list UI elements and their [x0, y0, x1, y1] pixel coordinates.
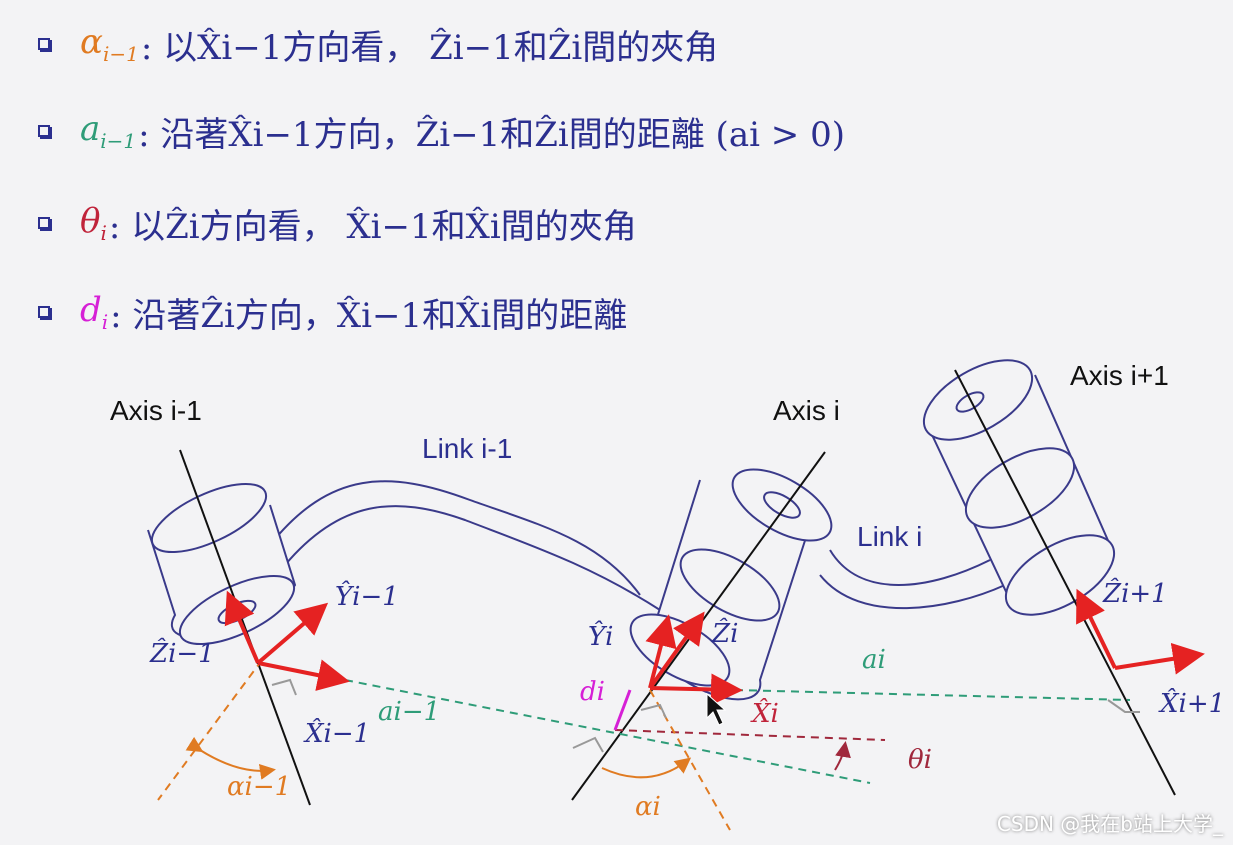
z-cur-arrow — [648, 611, 705, 690]
z-cur-label: Ẑi — [711, 617, 738, 649]
axis-prev-line — [179, 449, 311, 806]
a-prev-label: ai−1 — [378, 697, 440, 727]
definition-d-text: : 沿著Ẑi方向，X̂i−1和X̂i間的距離 — [110, 295, 628, 336]
frame-prev — [224, 590, 350, 691]
y-cur-label: Ŷi — [588, 620, 613, 652]
theta-cur-label: θi — [908, 745, 932, 775]
axis-prev-label: Axis i-1 — [110, 395, 202, 426]
watermark: CSDN @我在b站上大学_ — [996, 812, 1223, 836]
bullet-icon — [38, 38, 50, 50]
y-prev-label: Ŷi−1 — [335, 580, 399, 612]
definition-a-text: : 沿著X̂i−1方向，Ẑi−1和Ẑi間的距離 (ai > 0) — [138, 114, 845, 155]
definition-d: di : 沿著Ẑi方向，X̂i−1和X̂i間的距離 — [38, 282, 627, 342]
symbol-theta: θi — [80, 201, 107, 245]
theta-cur-arc — [834, 741, 851, 771]
common-normal-prev — [344, 679, 871, 784]
z-prev-arrow — [224, 590, 260, 664]
bullet-icon — [38, 217, 50, 229]
link-cur-shape — [819, 549, 1006, 610]
cursor-icon — [706, 692, 727, 726]
axis-next-line — [954, 369, 1176, 796]
symbol-alpha: αi−1 — [80, 22, 139, 66]
bullet-icon — [38, 125, 50, 137]
z-next-arrow — [1076, 588, 1117, 669]
link-prev-shape — [269, 480, 661, 611]
frame-cur — [645, 611, 743, 706]
joint-prev-cylinder — [147, 482, 297, 646]
link-prev-label: Link i-1 — [422, 433, 512, 464]
definition-theta-text: : 以Ẑi方向看， X̂i−1和X̂i間的夾角 — [108, 206, 637, 247]
definition-alpha-text: : 以X̂i−1方向看， Ẑi−1和Ẑi間的夾角 — [140, 27, 719, 68]
bullet-icon — [38, 306, 50, 318]
joint-cur-cylinder — [629, 468, 833, 701]
right-angle-markers — [271, 678, 1140, 753]
axis-cur-label: Axis i — [773, 395, 840, 426]
definition-theta: θi : 以Ẑi方向看， X̂i−1和X̂i間的夾角 — [38, 193, 637, 253]
x-next-label: X̂i+1 — [1158, 688, 1225, 719]
alpha-cur-arc — [601, 757, 692, 779]
alpha-cur-label: αi — [635, 792, 661, 822]
d-cur-label: di — [580, 677, 605, 707]
y-cur-arrow — [645, 614, 677, 689]
common-normal-cur — [734, 689, 1131, 701]
x-cur-arrow — [649, 673, 743, 706]
frame-next — [1076, 588, 1205, 675]
x-cur-label: X̂i — [750, 698, 779, 729]
axis-next-label: Axis i+1 — [1070, 360, 1169, 391]
x-prev-label: X̂i−1 — [303, 718, 370, 749]
z-next-label: Ẑi+1 — [1102, 577, 1168, 609]
alpha-prev-arc — [185, 736, 276, 780]
symbol-d: di — [80, 290, 109, 334]
a-cur-label: ai — [862, 645, 886, 675]
definition-alpha: αi−1 : 以X̂i−1方向看， Ẑi−1和Ẑi間的夾角 — [38, 14, 718, 74]
d-cur-marker — [613, 689, 632, 731]
x-prev-projection — [614, 729, 886, 741]
y-prev-arrow — [256, 602, 329, 665]
x-next-arrow — [1114, 642, 1205, 675]
link-cur-label: Link i — [857, 521, 922, 552]
z-prev-label: Ẑi−1 — [149, 637, 215, 669]
alpha-prev-guide — [157, 659, 263, 801]
symbol-a: ai−1 — [80, 109, 137, 153]
definition-a: ai−1 : 沿著X̂i−1方向，Ẑi−1和Ẑi間的距離 (ai > 0) — [38, 101, 845, 161]
x-prev-arrow — [257, 659, 350, 691]
alpha-prev-label: αi−1 — [227, 772, 291, 802]
